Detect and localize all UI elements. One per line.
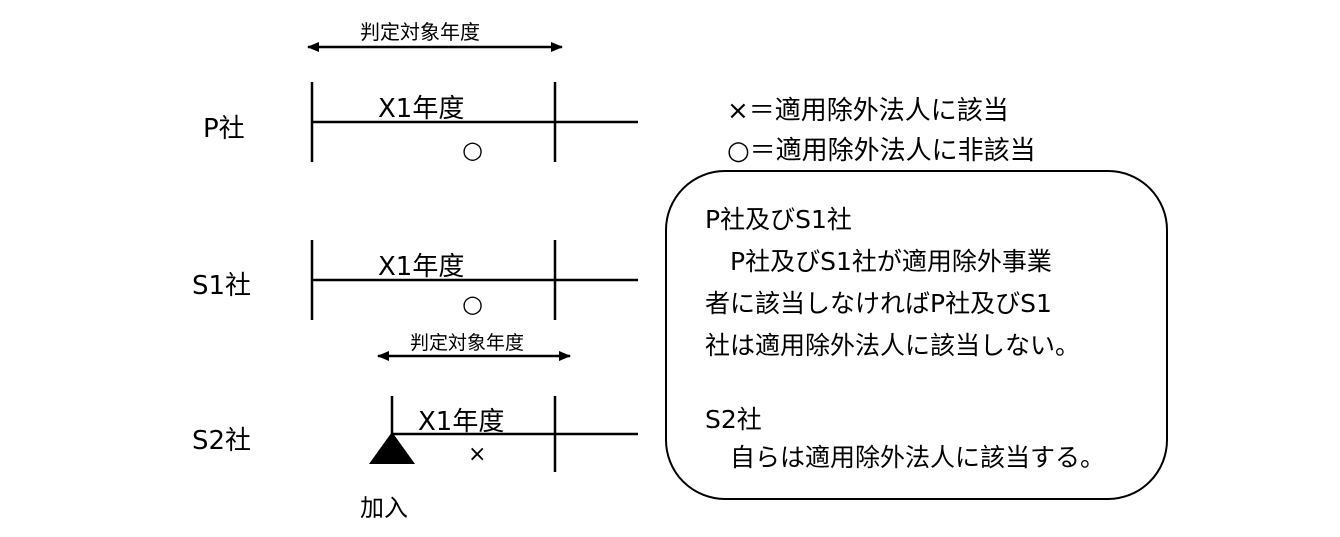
box-line-1: P社及びS1社 (705, 205, 852, 234)
s2-year-label: X1年度 (418, 407, 505, 437)
s1-status-mark: ○ (462, 290, 483, 318)
s1-year-label: X1年度 (378, 252, 465, 282)
box-line-3: 者に該当しなければP社及びS1 (705, 289, 1052, 318)
explanation-box: P社及びS1社 P社及びS1社が適用除外事業 者に該当しなければP社及びS1 社… (665, 170, 1168, 500)
join-event-label: 加入 (360, 494, 408, 522)
company-s1-label: S1社 (192, 271, 252, 301)
company-p-label: P社 (203, 114, 245, 144)
box-line-4: 社は適用除外法人に該当しない。 (705, 331, 1081, 360)
s2-status-mark: × (468, 442, 487, 467)
box-line-6: S2社 (705, 405, 762, 434)
period-label-s2: 判定対象年度 (410, 332, 525, 354)
company-s2-label: S2社 (192, 426, 252, 456)
p-year-label: X1年度 (378, 94, 465, 124)
p-status-mark: ○ (462, 136, 483, 164)
box-line-2: P社及びS1社が適用除外事業 (705, 247, 1052, 276)
legend-applicable: ×＝適用除外法人に該当 (727, 96, 1009, 126)
period-label-top: 判定対象年度 (360, 20, 480, 44)
box-line-7: 自らは適用除外法人に該当する。 (705, 443, 1106, 472)
legend-not-applicable: ○＝適用除外法人に非該当 (727, 136, 1036, 166)
join-triangle-icon (369, 432, 415, 464)
